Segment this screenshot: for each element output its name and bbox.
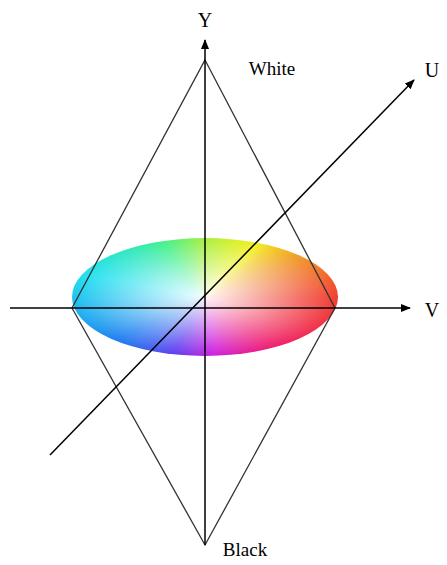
axis-label: V: [425, 300, 439, 320]
axis-label: Y: [198, 10, 212, 30]
pole-label: Black: [223, 540, 267, 559]
u-axis: [50, 80, 414, 455]
axis-label: U: [425, 60, 439, 80]
diamond-outline: [72, 60, 335, 545]
y-axis: [204, 40, 206, 545]
v-axis: [10, 307, 410, 309]
pole-label: White: [249, 59, 295, 78]
